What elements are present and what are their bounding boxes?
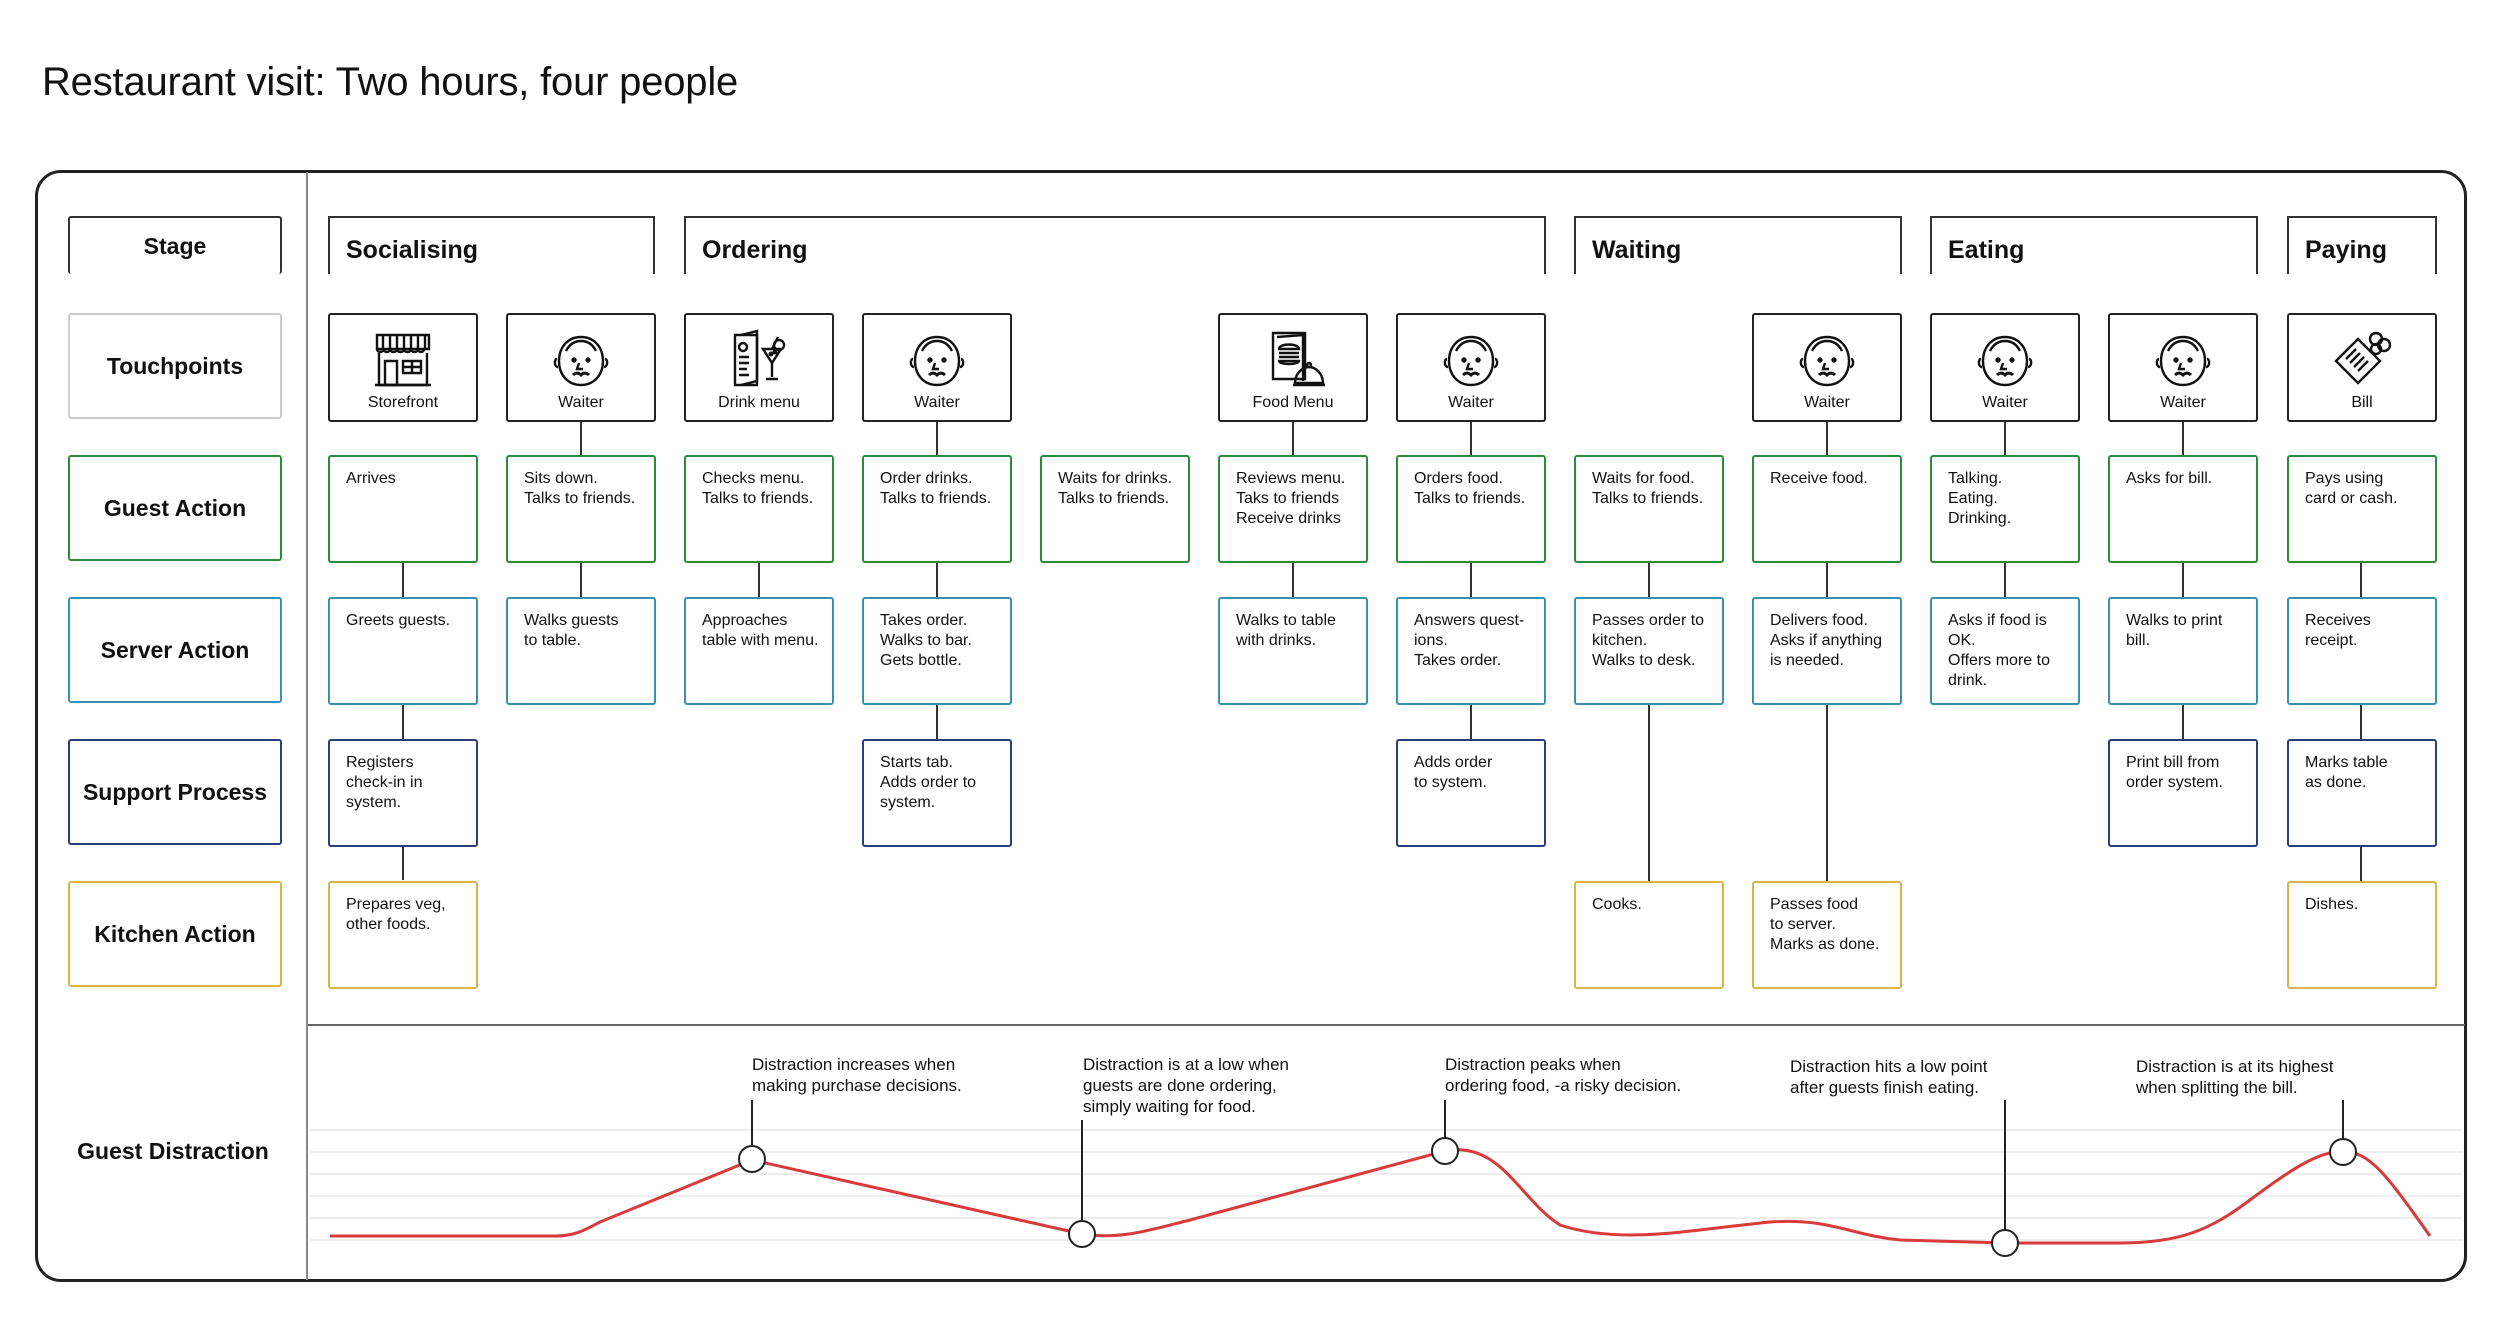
waiter-icon	[864, 327, 1010, 393]
distraction-divider	[308, 1024, 2465, 1026]
touchpoint-label: Bill	[2351, 394, 2373, 411]
guest-action-card: Arrives	[328, 455, 478, 563]
distraction-annotation: Distraction increases when making purcha…	[752, 1055, 962, 1095]
touchpoint-storefront: Storefront	[328, 313, 478, 422]
guest-action-card: Talking. Eating. Drinking.	[1930, 455, 2080, 563]
touchpoint-label: Waiter	[914, 394, 960, 411]
touchpoint-drink-menu: Drink menu	[684, 313, 834, 422]
guest-action-card: Checks menu. Talks to friends.	[684, 455, 834, 563]
support-process-card: Starts tab. Adds order to system.	[862, 739, 1012, 847]
distraction-annotation: Distraction peaks when ordering food, -a…	[1445, 1055, 1682, 1095]
kitchen-action-card: Prepares veg, other foods.	[328, 881, 478, 989]
row-label-guest-action: Guest Action	[68, 455, 282, 561]
touchpoint-waiter: Waiter	[862, 313, 1012, 422]
label-column-divider	[306, 172, 308, 1280]
drink-menu-icon	[686, 327, 832, 393]
row-label-server-action: Server Action	[68, 597, 282, 703]
touchpoint-waiter: Waiter	[506, 313, 656, 422]
bill-icon	[2289, 327, 2435, 393]
support-process-card: Adds order to system.	[1396, 739, 1546, 847]
guest-action-card: Pays using card or cash.	[2287, 455, 2437, 563]
distraction-annotation: Distraction is at a low when guests are …	[1083, 1055, 1289, 1116]
connector	[936, 420, 938, 740]
stage-ordering: Ordering	[684, 216, 1546, 274]
stage-waiting: Waiting	[1574, 216, 1902, 274]
connector	[1648, 560, 1650, 882]
server-action-card: Walks to print bill.	[2108, 597, 2258, 705]
distraction-annotation: Distraction hits a low point after guest…	[1790, 1057, 1988, 1097]
row-label-stage: Stage	[68, 216, 282, 274]
server-action-card: Receives receipt.	[2287, 597, 2437, 705]
kitchen-action-card: Passes food to server. Marks as done.	[1752, 881, 1902, 989]
touchpoint-label: Waiter	[2160, 394, 2206, 411]
touchpoint-label: Waiter	[1982, 394, 2028, 411]
server-action-card: Greets guests.	[328, 597, 478, 705]
guest-action-card: Receive food.	[1752, 455, 1902, 563]
row-label-touchpoints: Touchpoints	[68, 313, 282, 419]
gridlines	[310, 1129, 2462, 1241]
connector	[402, 560, 404, 880]
touchpoint-bill: Bill	[2287, 313, 2437, 422]
row-label-kitchen-action: Kitchen Action	[68, 881, 282, 987]
server-action-card: Walks to table with drinks.	[1218, 597, 1368, 705]
support-process-card: Registers check-in in system.	[328, 739, 478, 847]
stage-socialising: Socialising	[328, 216, 655, 274]
guest-action-card: Waits for drinks. Talks to friends.	[1040, 455, 1190, 563]
guest-action-card: Orders food. Talks to friends.	[1396, 455, 1546, 563]
distraction-annotation: Distraction is at its highest when split…	[2136, 1057, 2334, 1097]
server-action-card: Approaches table with menu.	[684, 597, 834, 705]
connector	[1470, 420, 1472, 740]
guest-action-card: Sits down. Talks to friends.	[506, 455, 656, 563]
touchpoint-label: Storefront	[367, 394, 439, 411]
support-process-card: Marks table as done.	[2287, 739, 2437, 847]
touchpoint-label: Food Menu	[1252, 394, 1334, 411]
touchpoint-food-menu: Food Menu	[1218, 313, 1368, 422]
storefront-icon	[330, 327, 476, 393]
waiter-icon	[508, 327, 654, 393]
stage-paying: Paying	[2287, 216, 2437, 274]
guest-action-card: Asks for bill.	[2108, 455, 2258, 563]
waiter-icon	[1932, 327, 2078, 393]
waiter-icon	[1398, 327, 1544, 393]
server-action-card: Walks guests to table.	[506, 597, 656, 705]
touchpoint-label: Waiter	[1804, 394, 1850, 411]
row-label-guest-distraction: Guest Distraction	[77, 1138, 269, 1164]
server-action-card: Passes order to kitchen. Walks to desk.	[1574, 597, 1724, 705]
distraction-line	[330, 1148, 2432, 1245]
touchpoint-waiter: Waiter	[1752, 313, 1902, 422]
food-menu-icon	[1220, 327, 1366, 393]
stage-eating: Eating	[1930, 216, 2258, 274]
connector	[2360, 560, 2362, 882]
server-action-card: Answers quest- ions. Takes order.	[1396, 597, 1546, 705]
touchpoint-waiter: Waiter	[1396, 313, 1546, 422]
connector	[2182, 420, 2184, 740]
guest-action-card: Order drinks. Talks to friends.	[862, 455, 1012, 563]
guest-action-card: Reviews menu. Taks to friends Receive dr…	[1218, 455, 1368, 563]
guest-action-card: Waits for food. Talks to friends.	[1574, 455, 1724, 563]
kitchen-action-card: Cooks.	[1574, 881, 1724, 989]
waiter-icon	[2110, 327, 2256, 393]
row-label-support-process: Support Process	[68, 739, 282, 845]
touchpoint-label: Drink menu	[718, 394, 800, 411]
journey-map-board	[35, 170, 2467, 1282]
server-action-card: Takes order. Walks to bar. Gets bottle.	[862, 597, 1012, 705]
support-process-card: Print bill from order system.	[2108, 739, 2258, 847]
kitchen-action-card: Dishes.	[2287, 881, 2437, 989]
touchpoint-label: Waiter	[558, 394, 604, 411]
connector	[758, 560, 760, 600]
server-action-card: Asks if food is OK. Offers more to drink…	[1930, 597, 2080, 705]
waiter-icon	[1754, 327, 1900, 393]
curve-markers	[738, 1137, 2357, 1257]
server-action-card: Delivers food. Asks if anything is neede…	[1752, 597, 1902, 705]
annotation-leaders	[751, 1100, 2344, 1245]
touchpoint-waiter: Waiter	[1930, 313, 2080, 422]
page-title: Restaurant visit: Two hours, four people	[42, 60, 739, 104]
touchpoint-waiter: Waiter	[2108, 313, 2258, 422]
touchpoint-label: Waiter	[1448, 394, 1494, 411]
